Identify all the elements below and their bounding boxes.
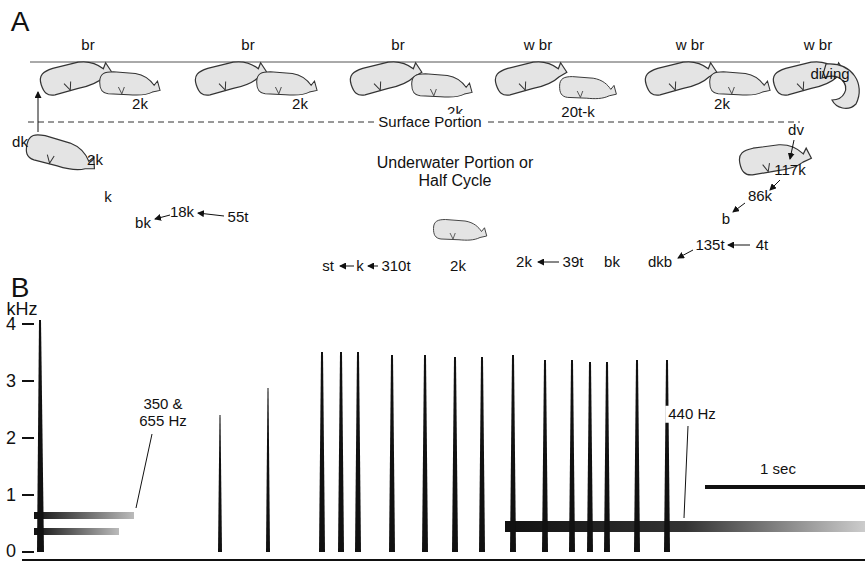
axis-tick: 2: [6, 429, 16, 449]
call-code: dv: [788, 122, 804, 139]
call-code: 86k: [748, 188, 772, 205]
section-label: diving: [810, 66, 849, 83]
call-code: 310t: [381, 258, 410, 275]
call-code: w br: [804, 37, 832, 54]
call-code: 2k: [516, 254, 532, 271]
axis-tick: 3: [6, 372, 16, 392]
call-code: st: [322, 258, 334, 275]
call-code: 2k: [132, 96, 148, 113]
call-code: w br: [524, 37, 552, 54]
axis-tick: 0: [6, 542, 16, 562]
frequency-note: 350 & 655 Hz: [127, 396, 199, 429]
call-code: br: [241, 37, 254, 54]
call-code: k: [104, 189, 112, 206]
scale-label: 1 sec: [760, 461, 796, 478]
call-code: 4t: [756, 237, 769, 254]
call-code: 20t-k: [561, 104, 594, 121]
section-label: Underwater Portion or Half Cycle: [370, 154, 540, 189]
call-code: 2k: [292, 96, 308, 113]
call-code: br: [391, 37, 404, 54]
axis-tick: 1: [6, 486, 16, 506]
section-label: Surface Portion: [375, 114, 484, 131]
call-code: 55t: [228, 209, 249, 226]
panel-letter: B: [11, 273, 30, 304]
axis-tick: 4: [6, 315, 16, 335]
call-code: 2k: [714, 96, 730, 113]
call-code: w br: [676, 37, 704, 54]
call-code: dkb: [648, 254, 672, 271]
call-code: bk: [135, 215, 151, 232]
panel-letter: A: [11, 7, 30, 38]
call-code: dk: [12, 134, 28, 151]
frequency-note: 440 Hz: [665, 406, 719, 423]
call-code: br: [81, 37, 94, 54]
call-code: b: [722, 211, 730, 228]
call-code: 2k: [450, 258, 466, 275]
call-code: bk: [604, 254, 620, 271]
call-code: 135t: [695, 237, 724, 254]
call-code: 2k: [87, 152, 103, 169]
call-code: 39t: [563, 254, 584, 271]
call-code: k: [356, 258, 364, 275]
call-code: 117k: [774, 162, 805, 179]
call-code: 18k: [170, 204, 194, 221]
